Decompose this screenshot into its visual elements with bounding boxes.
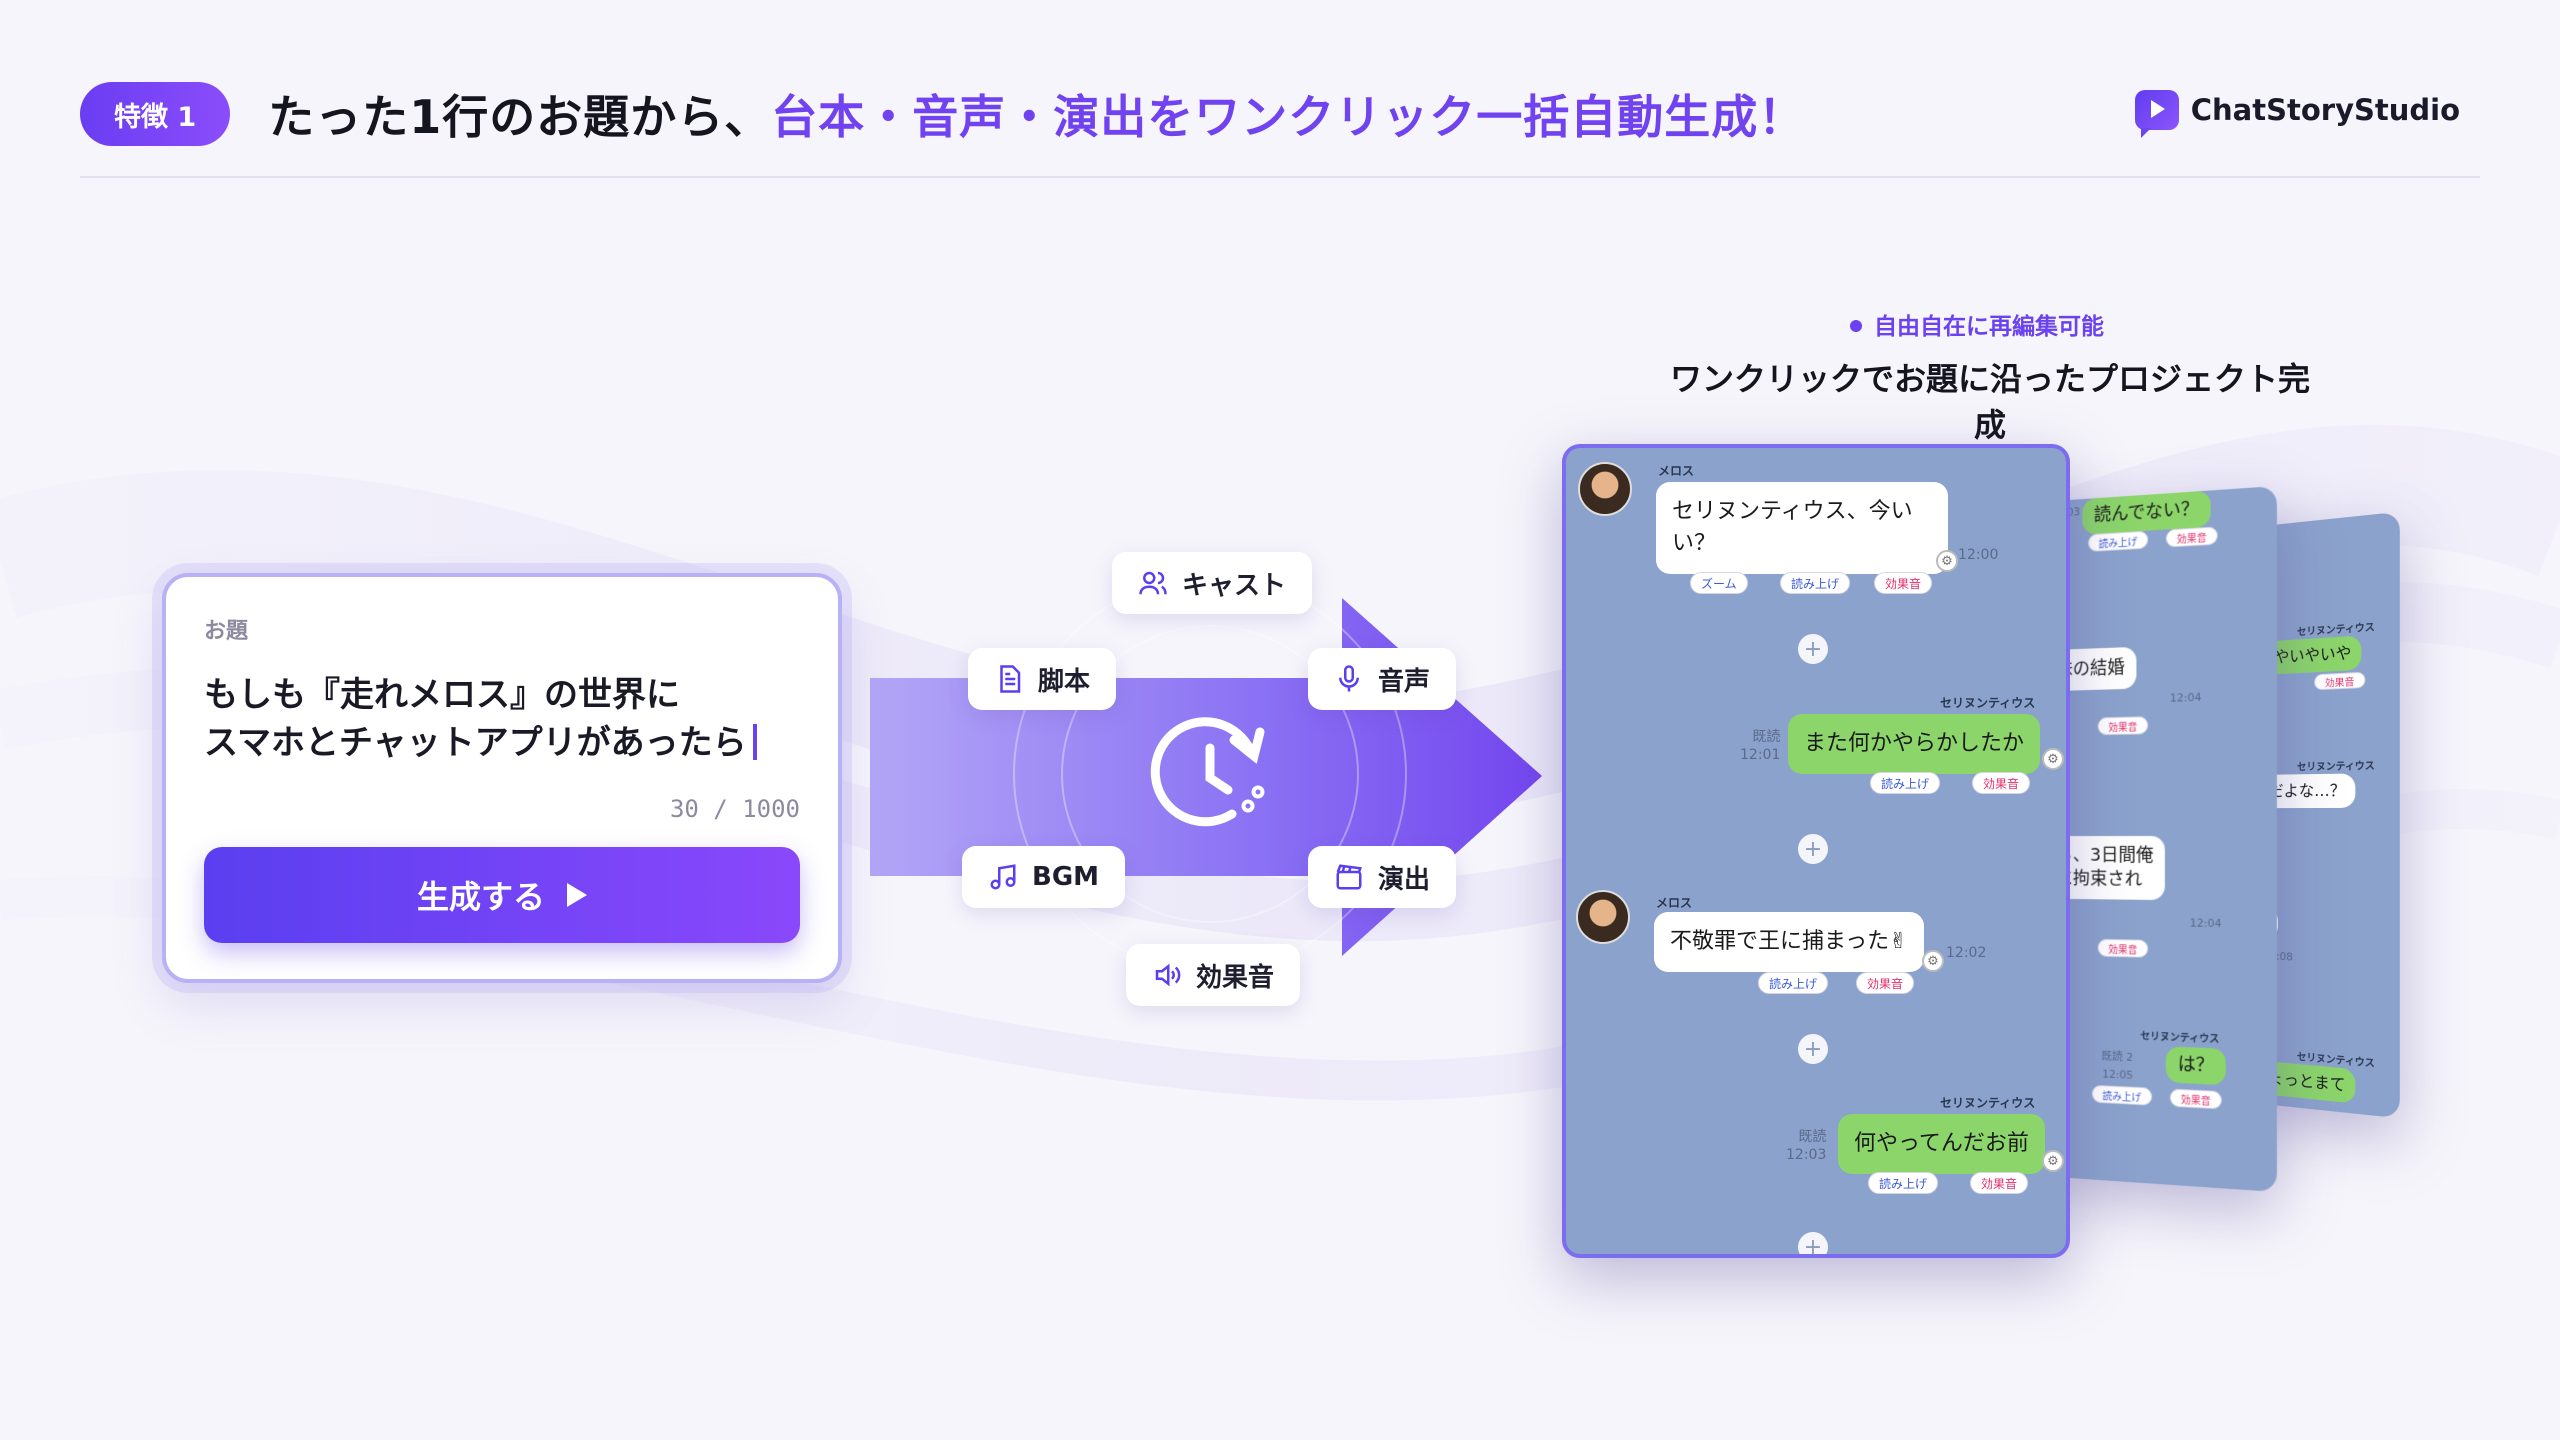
sfx-tag[interactable]: 効果音 <box>1874 572 1933 594</box>
speaker-name: メロス <box>1658 464 1695 478</box>
topic-input-card: お題 もしも『走れメロス』の世界に スマホとチャットアプリがあったら 30 / … <box>162 573 842 983</box>
read-aloud-tag[interactable]: 読み上げ <box>1780 572 1851 594</box>
zoom-tag[interactable]: ズーム <box>1690 572 1748 594</box>
chat-bubble-line: い？ <box>1672 531 1717 556</box>
play-chat-icon <box>2134 90 2179 138</box>
timestamp: 12:02 <box>1946 945 1987 961</box>
sfx-tag[interactable]: 効果音 <box>1972 772 2031 794</box>
chip-direction-label: 演出 <box>1378 864 1431 895</box>
topic-label: お題 <box>204 619 249 644</box>
speaker-name: セリヌンティウス <box>1940 1096 2036 1110</box>
sfx-tag[interactable]: 効果音 <box>2314 671 2366 691</box>
chip-voice-label: 音声 <box>1378 666 1431 697</box>
gear-icon[interactable]: ⚙ <box>1936 550 1958 572</box>
sfx-tag[interactable]: 効果音 <box>2097 938 2149 958</box>
chat-bubble: また何かやらかしたか <box>1788 714 2041 774</box>
chat-bubble-line: ら、3日間俺 <box>2055 844 2154 866</box>
music-note-icon <box>990 864 1016 890</box>
timestamp: 12:04 <box>2189 916 2222 931</box>
add-message-button[interactable]: + <box>1798 1034 1828 1064</box>
bullet-dot-icon <box>1850 320 1862 332</box>
brand-name: ChatStoryStudio <box>2190 93 2460 127</box>
chat-preview-front: メロス セリヌンティウス、今い い？ ⚙ 12:00 ズーム 読み上げ 効果音 … <box>1562 444 2070 1258</box>
add-message-button[interactable]: + <box>1798 1232 1828 1254</box>
read-aloud-tag[interactable]: 読み上げ <box>1870 772 1941 794</box>
topic-input[interactable]: もしも『走れメロス』の世界に スマホとチャットアプリがあったら <box>204 671 800 767</box>
read-status: 既読 12:03 <box>1786 1128 1826 1164</box>
title-accent: 台本・音声・演出をワンクリック一括自動生成！ <box>771 90 1806 144</box>
read-aloud-tag[interactable]: 読み上げ <box>1758 972 1829 994</box>
generate-button-label: 生成する <box>416 878 545 916</box>
microphone-icon <box>1339 665 1359 692</box>
chat-bubble: 不敬罪で王に捕まった✌ <box>1654 912 1924 972</box>
chat-bubble: セリヌンティウス、今い い？ <box>1656 482 1948 574</box>
clapperboard-icon <box>1336 864 1362 890</box>
speaker-name: セリヌンティウス <box>1940 696 2036 710</box>
speaker-name: メロス <box>1656 896 1693 910</box>
chat-bubble: は？ <box>2165 1046 2226 1086</box>
title-plain: たった1行のお題から、 <box>268 90 772 144</box>
timestamp: 12:00 <box>1958 547 1999 563</box>
read-aloud-tag[interactable]: 読み上げ <box>1868 1172 1939 1194</box>
timestamp: 12:04 <box>2169 690 2202 705</box>
add-message-button[interactable]: + <box>1798 834 1828 864</box>
gear-icon[interactable]: ⚙ <box>2042 1150 2064 1172</box>
timestamp: 12:03 <box>1786 1147 1827 1163</box>
clock-refresh-icon <box>1150 717 1265 827</box>
page-header: 特徴 1 たった1行のお題から、台本・音声・演出をワンクリック一括自動生成！ C… <box>80 82 2480 146</box>
chip-cast-label: キャスト <box>1182 570 1287 601</box>
avatar <box>1576 890 1630 944</box>
edit-caption: 自由自在に再編集可能 <box>1850 307 2104 341</box>
chip-direction: 演出 <box>1308 846 1457 908</box>
gear-icon[interactable]: ⚙ <box>2042 748 2064 770</box>
sfx-tag[interactable]: 効果音 <box>2165 526 2218 548</box>
timestamp: 12:01 <box>1740 747 1781 763</box>
chat-preview-middle: 読んでない？ 12:03 読み上げ 効果音 + 妹の結婚 12:04 効果音 ら… <box>2044 485 2277 1193</box>
chip-voice: 音声 <box>1308 648 1457 710</box>
topic-line-1: もしも『走れメロス』の世界に <box>204 675 680 715</box>
read-aloud-tag[interactable]: 読み上げ <box>2088 530 2149 552</box>
read-label: 既読 2 <box>2101 1049 2134 1064</box>
chip-bgm: BGM <box>962 846 1126 908</box>
read-label: 既読 <box>1798 1129 1827 1145</box>
read-aloud-tag[interactable]: 読み上げ <box>2091 1084 2153 1106</box>
chip-sfx-label: 効果音 <box>1196 962 1275 993</box>
edit-caption-text: 自由自在に再編集可能 <box>1874 314 2104 340</box>
chip-script: 脚本 <box>968 648 1117 710</box>
chip-script-label: 脚本 <box>1038 666 1091 697</box>
complete-caption: ワンクリックでお題に沿ったプロジェクト完成 <box>1669 360 2310 444</box>
sfx-tag[interactable]: 効果音 <box>1856 972 1915 994</box>
play-icon <box>567 883 587 907</box>
feature-badge: 特徴 1 <box>80 82 231 146</box>
document-icon <box>1000 665 1021 693</box>
sfx-tag[interactable]: 効果音 <box>1970 1172 2029 1194</box>
timestamp: 12:05 <box>2102 1067 2134 1082</box>
add-message-button[interactable]: + <box>1798 634 1828 664</box>
speaker-name: セリヌンティウス <box>2296 760 2375 774</box>
brand-logo: ChatStoryStudio <box>2134 90 2460 138</box>
generate-button[interactable]: 生成する <box>204 847 800 943</box>
zoom-tag-label: ズーム <box>1701 576 1737 591</box>
sfx-tag[interactable]: 効果音 <box>2097 716 2149 736</box>
chat-bubble-line: セリヌンティウス、今い <box>1672 499 1913 524</box>
character-count: 30 / 1000 <box>669 795 800 823</box>
read-label: 既読 <box>1752 729 1781 745</box>
speaker-name: セリヌンティウス <box>2140 1031 2220 1046</box>
text-caret <box>752 724 757 760</box>
avatar <box>1578 462 1632 516</box>
chip-cast: キャスト <box>1112 552 1313 614</box>
users-icon <box>1139 571 1167 595</box>
chat-bubble: 何やってんだお前 <box>1838 1114 2045 1174</box>
speaker-icon <box>1155 963 1181 987</box>
chip-bgm-label: BGM <box>1032 862 1100 892</box>
header-divider <box>80 176 2480 178</box>
page-title: たった1行のお題から、台本・音声・演出をワンクリック一括自動生成！ <box>268 81 1805 147</box>
sfx-tag[interactable]: 効果音 <box>2169 1088 2222 1110</box>
read-status: 既読 2 12:05 <box>2102 1048 2133 1085</box>
speaker-name: セリヌンティウス <box>2296 622 2375 639</box>
topic-line-2: スマホとチャットアプリがあったら <box>204 723 747 763</box>
read-status: 既読 12:01 <box>1740 728 1780 764</box>
chip-sfx: 効果音 <box>1126 944 1301 1006</box>
gear-icon[interactable]: ⚙ <box>1922 950 1944 972</box>
